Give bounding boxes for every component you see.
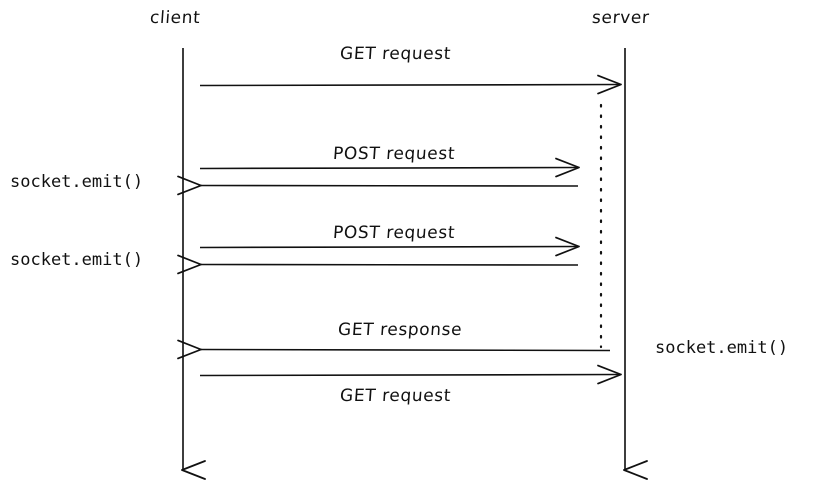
message-arrow-post-request-2 bbox=[177, 236, 580, 275]
message-arrow-get-request-2 bbox=[199, 364, 622, 385]
message-arrow-post-request-1 bbox=[177, 157, 580, 196]
participant-label-server: server bbox=[591, 8, 651, 28]
participant-label-client: client bbox=[149, 8, 202, 28]
annotation-socket-emit-right-1: socket.emit() bbox=[655, 338, 789, 358]
annotation-socket-emit-left-2: socket.emit() bbox=[10, 250, 144, 270]
message-label-post-request-2: POST request bbox=[332, 223, 456, 243]
message-label-get-response: GET response bbox=[337, 320, 463, 340]
message-arrow-get-response bbox=[177, 339, 611, 360]
message-arrow-get-request-1 bbox=[199, 74, 622, 95]
annotation-socket-emit-left-1: socket.emit() bbox=[10, 172, 144, 192]
message-label-post-request-1: POST request bbox=[332, 144, 456, 164]
message-label-get-request-2: GET request bbox=[339, 386, 452, 406]
message-label-get-request-1: GET request bbox=[339, 44, 452, 64]
